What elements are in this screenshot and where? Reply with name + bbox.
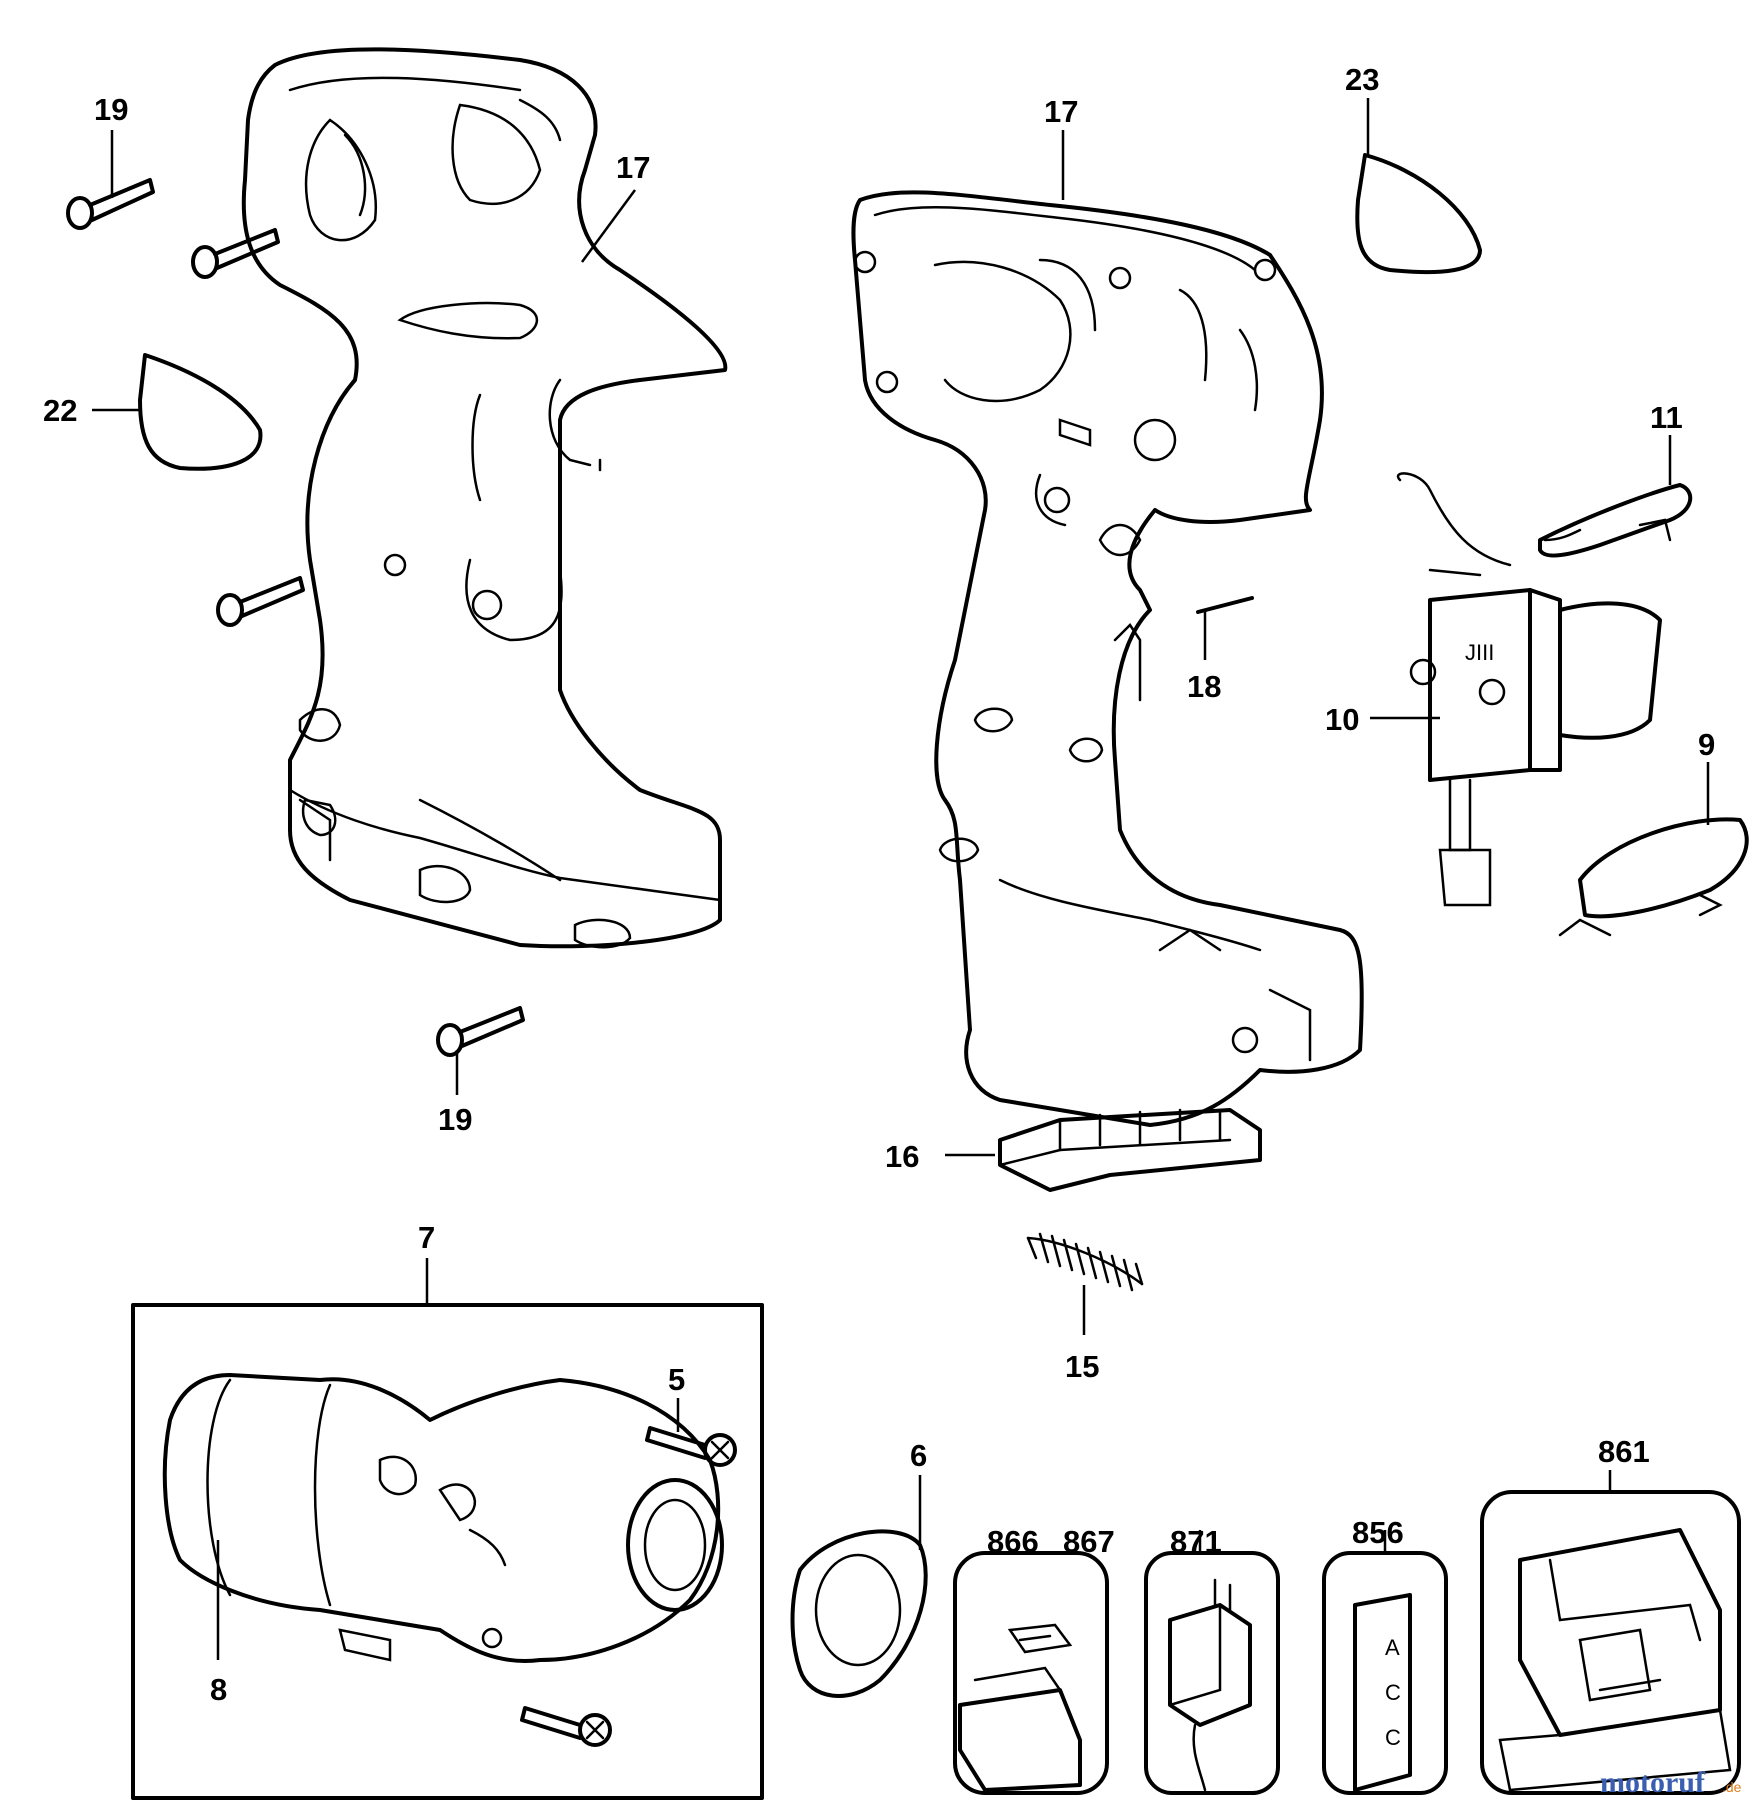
cover-9 — [1558, 817, 1749, 937]
callout-861: 861 — [1598, 1434, 1650, 1469]
forward-reverse-lever-11 — [1538, 483, 1693, 558]
screw-19-top — [66, 178, 155, 230]
assembly-7-frame — [131, 1303, 764, 1800]
callout-19-top: 19 — [94, 92, 128, 127]
screw-5 — [645, 1426, 737, 1467]
screw-19-mid — [191, 228, 280, 279]
callout-15: 15 — [1065, 1349, 1099, 1384]
screw-19-bottom — [436, 1006, 525, 1057]
leader-lines — [92, 98, 1710, 1660]
watermark: motoruf .de — [1600, 1766, 1742, 1799]
screw-19-low — [216, 576, 305, 627]
gear-case-8 — [162, 1373, 724, 1663]
callout-867: 867 — [1063, 1524, 1115, 1559]
spring-15 — [1026, 1232, 1144, 1292]
label-856: A C C — [1322, 1551, 1448, 1795]
label-letter-c: C — [1385, 1680, 1401, 1705]
badge-23 — [1355, 153, 1482, 275]
callout-9: 9 — [1698, 727, 1715, 762]
callout-5: 5 — [668, 1362, 685, 1397]
collar-6 — [790, 1529, 928, 1698]
watermark-suffix: .de — [1722, 1779, 1742, 1795]
carrying-case-861 — [1480, 1490, 1741, 1795]
callout-17-right: 17 — [1044, 94, 1078, 129]
left-housing-half — [241, 47, 728, 949]
callout-856: 856 — [1352, 1515, 1404, 1550]
screw-5-lower — [520, 1706, 612, 1747]
callout-16: 16 — [885, 1139, 919, 1174]
pin-18 — [1196, 596, 1254, 614]
connector-16 — [998, 1108, 1262, 1192]
callouts: 19 17 22 17 23 11 10 18 9 19 16 7 5 8 15… — [43, 62, 1715, 1707]
badge-22 — [138, 353, 263, 471]
callout-11: 11 — [1650, 400, 1683, 435]
callout-22: 22 — [43, 393, 77, 428]
callout-6: 6 — [910, 1438, 927, 1473]
switch-vent-marking: JIII — [1465, 640, 1494, 665]
label-letter-a: A — [1385, 1635, 1400, 1660]
callout-866: 866 — [987, 1524, 1039, 1559]
right-housing-half — [851, 190, 1364, 1127]
battery-kit-866 — [953, 1551, 1109, 1795]
callout-871: 871 — [1170, 1524, 1222, 1559]
label-letter-c2: C — [1385, 1725, 1401, 1750]
watermark-text: motoruf — [1600, 1766, 1706, 1799]
callout-18: 18 — [1187, 669, 1221, 704]
callout-23: 23 — [1345, 62, 1379, 97]
switch-10: JIII — [1396, 472, 1662, 907]
callout-7: 7 — [418, 1220, 435, 1255]
callout-17-left: 17 — [616, 150, 650, 185]
charger-871 — [1144, 1551, 1280, 1795]
callout-19-bottom: 19 — [438, 1102, 472, 1137]
callout-8: 8 — [210, 1672, 227, 1707]
callout-10: 10 — [1325, 702, 1359, 737]
